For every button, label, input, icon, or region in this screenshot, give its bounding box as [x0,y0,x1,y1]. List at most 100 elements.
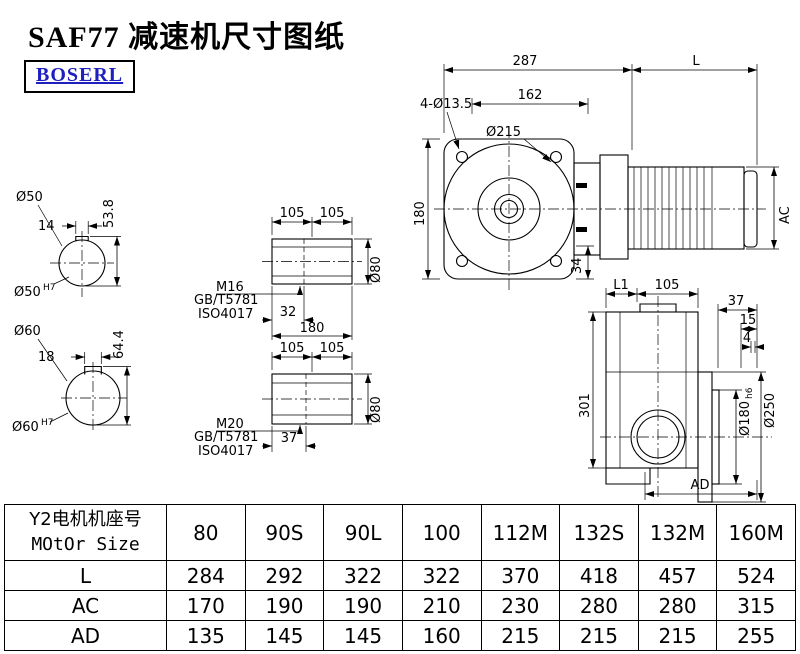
table-cell: 190 [323,590,403,621]
table-header-row: Y2电机机座号 MOtOr Size 80 90S 90L 100 112M 1… [4,504,796,561]
table-cell: 524 [716,560,796,591]
label-bolt-holes: 4-Ø13.5 [420,97,472,112]
table-row-AC: AC 170 190 190 210 230 280 280 315 [4,590,796,621]
shaft-section-60: 18 64.4 Ø60 Ø60 H7 [12,324,131,435]
dim-m20-len1: 105 [280,341,305,356]
dim-flange-dia-250: Ø250 [763,393,778,428]
dim-162: 162 [518,88,543,103]
table-row-AD: AD 135 145 145 160 215 215 215 255 [4,620,796,651]
bolt-hole [455,150,469,164]
table-col-header: 112M [480,504,561,561]
table-cell: 322 [401,560,482,591]
dim-37: 37 [728,294,745,309]
hollow-shaft-m20-body [271,373,353,425]
technical-drawing-canvas: 14 53.8 Ø50 Ø50 H7 18 64.4 Ø60 [12,54,793,503]
dim-4: 4 [743,331,751,346]
output-bore [630,409,686,465]
table-cell: 280 [637,590,718,621]
dim-34: 34 [570,257,585,274]
label-bore-60-tol: H7 [41,418,54,428]
dim-key-height-60: 64.4 [112,330,127,359]
dim-height-180: 180 [413,201,428,226]
table-col-header: 160M [716,504,796,561]
dim-AD: AD [691,478,710,493]
table-col-header: 132M [637,504,718,561]
label-bore-60: Ø60 [12,420,39,435]
page-title: SAF77 减速机尺寸图纸 [28,21,346,54]
dim-m20-len2: 105 [320,341,345,356]
table-cell: 322 [323,560,403,591]
table-cell: 370 [480,560,561,591]
table-col-header: 80 [166,504,246,561]
dim-m16-length: 180 [300,321,325,336]
hollow-shaft-m16: 105 105 M16 GB/T5781 ISO4017 32 180 Ø80 [194,206,384,340]
table-col-header: 90S [244,504,325,561]
table-row-label: AD [4,620,167,651]
shaft-section-50: 14 53.8 Ø50 Ø50 H7 [14,190,121,300]
motor-body [627,166,745,250]
table-col-header: 100 [401,504,482,561]
table-cell: 284 [166,560,246,591]
shaft-50-circle [58,239,106,287]
bolt-hole [455,254,469,268]
hollow-shaft-m20: 105 105 M20 GB/T5781 ISO4017 37 Ø80 [194,341,384,459]
table-cell: 160 [401,620,482,651]
dim-m16-len2: 105 [320,206,345,221]
dim-motor-L: L [692,54,700,69]
table-cell: 215 [637,620,718,651]
table-col-header: 90L [323,504,403,561]
table-cell: 135 [166,620,246,651]
side-view: L1 105 37 15 4 301 Ø180 h6 [578,278,778,503]
table-corner-line1: Y2电机机座号 [29,509,142,531]
dim-m16-dia: Ø80 [369,256,384,283]
table-row-label: L [4,560,167,591]
dim-key-width-60: 18 [38,350,55,365]
table-corner-line2: MOtOr Size [31,533,140,555]
shaft-50-keyway [75,235,89,242]
label-dia-50: Ø50 [16,190,43,205]
brand-logo-text: BOSERL [36,64,124,86]
dim-key-width-50: 14 [38,219,55,234]
dim-15: 15 [740,313,757,328]
flange-pilot [711,389,720,485]
dim-m16-depth: 32 [280,305,297,320]
table-col-header: 132S [559,504,639,561]
label-bore-50: Ø50 [14,285,41,300]
shaft-60-keyway [84,365,102,375]
table-cell: 230 [480,590,561,621]
table-cell: 215 [480,620,561,651]
table-row-L: L 284 292 322 322 370 418 457 524 [4,560,796,591]
dim-pilot-tol-h6: h6 [745,387,755,399]
label-std-iso-1: ISO4017 [198,307,253,322]
table-row-label: AC [4,590,167,621]
bolt-hole [549,150,563,164]
dim-105: 105 [655,278,680,293]
dim-m16-len1: 105 [280,206,305,221]
table-cell: 190 [244,590,325,621]
front-view: 287 L 162 4-Ø13.5 Ø215 180 34 [413,54,793,292]
shaft-60-circle [65,370,121,426]
motor-fan-cover [743,170,758,248]
brand-logo: BOSERL [24,60,136,93]
bolt-hole [549,254,563,268]
dim-key-height-50: 53.8 [102,199,117,228]
table-cell: 292 [244,560,325,591]
motor-fins [633,167,713,249]
dim-m20-depth: 37 [281,431,298,446]
side-foot [605,468,651,485]
table-cell: 145 [323,620,403,651]
label-flange-dia-215: Ø215 [486,125,521,140]
table-cell: 280 [559,590,639,621]
dim-L1: L1 [613,278,629,293]
table-cell: 145 [244,620,325,651]
label-std-iso-2: ISO4017 [198,444,253,459]
table-cell: 315 [716,590,796,621]
dim-overall-287: 287 [513,54,538,69]
label-dia-60: Ø60 [14,324,41,339]
table-cell: 418 [559,560,639,591]
dim-AC: AC [778,206,793,224]
label-std-gb-2: GB/T5781 [194,430,258,445]
dim-pilot-dia-180: Ø180 [738,401,753,436]
table-cell: 215 [559,620,639,651]
label-bore-50-tol: H7 [43,283,56,293]
